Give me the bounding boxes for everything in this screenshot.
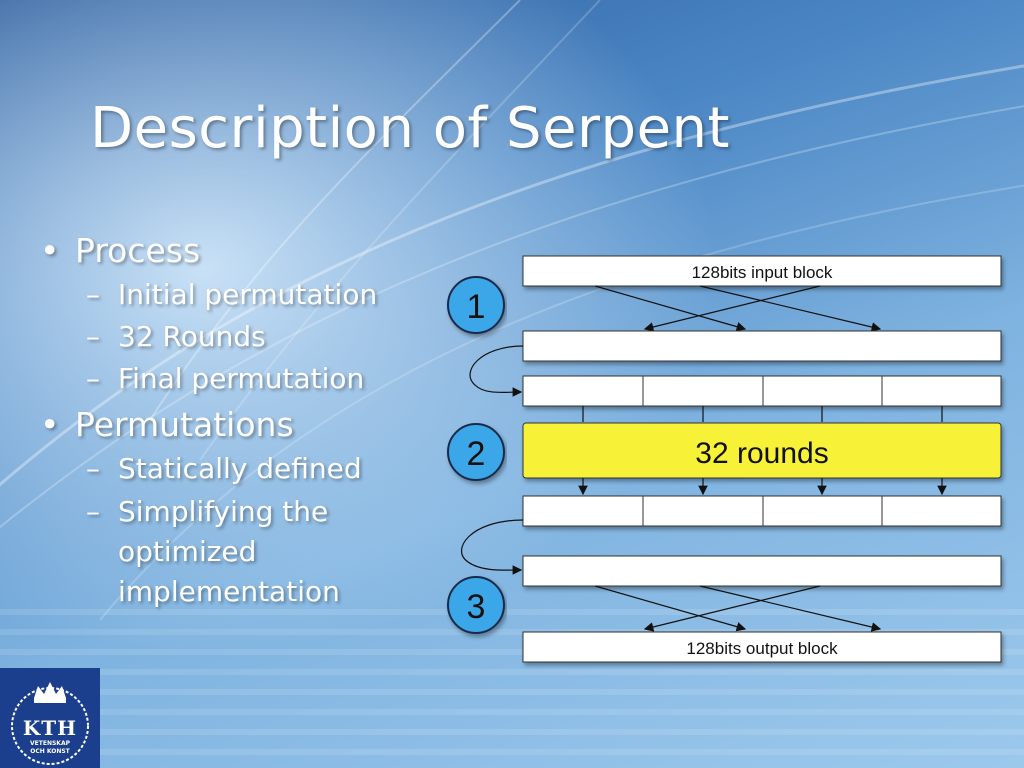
permuted-block bbox=[522, 330, 1002, 362]
dash-icon: – bbox=[86, 495, 100, 528]
bullet-text: Permutations bbox=[75, 405, 294, 444]
dash-icon: – bbox=[86, 452, 100, 485]
step-2-number: 2 bbox=[467, 435, 486, 473]
connector-arrow bbox=[469, 345, 524, 397]
sub-bullet: – 32 Rounds bbox=[40, 318, 440, 356]
connector-arrow bbox=[461, 519, 524, 575]
sub-bullet-text: Final permutation bbox=[118, 362, 365, 395]
dash-icon: – bbox=[86, 320, 100, 353]
bullet-process: • Process bbox=[40, 232, 440, 270]
output-block-label: 128bits output block bbox=[686, 639, 838, 658]
step-2-badge bbox=[447, 423, 505, 481]
split-input-block bbox=[522, 375, 1002, 407]
crown-seal-icon bbox=[11, 682, 89, 765]
sub-bullet: – Simplifying the optimized implementati… bbox=[40, 492, 440, 612]
step-1-badge bbox=[447, 276, 505, 334]
step-3-badge bbox=[447, 576, 505, 634]
rounds-output-arrows bbox=[578, 478, 947, 496]
rounds-block bbox=[522, 422, 1002, 479]
input-block-label: 128bits input block bbox=[692, 263, 833, 282]
step-3-number: 3 bbox=[467, 588, 486, 626]
dash-icon: – bbox=[86, 278, 100, 311]
sub-bullet-list: – Statically defined – Simplifying the o… bbox=[40, 450, 440, 612]
sub-bullet: – Final permutation bbox=[40, 360, 440, 398]
sub-bullet-text: 32 Rounds bbox=[118, 320, 266, 353]
rounds-block-label: 32 rounds bbox=[695, 437, 828, 470]
serpent-diagram: 128bits input block 1 2 bbox=[447, 255, 1002, 663]
sub-bullet: – Statically defined bbox=[40, 450, 440, 488]
input-block bbox=[522, 255, 1002, 287]
bullet-dot-icon: • bbox=[40, 405, 60, 444]
logo-name: KTH bbox=[22, 716, 78, 740]
final-permutation-arrows bbox=[594, 585, 882, 632]
kth-logo: KTH VETENSKAP OCH KONST bbox=[0, 668, 100, 768]
bullet-list: • Process – Initial permutation – 32 Rou… bbox=[40, 232, 440, 616]
output-block bbox=[522, 631, 1002, 663]
logo-line-2: OCH KONST bbox=[30, 748, 70, 755]
sub-bullet: – Initial permutation bbox=[40, 276, 440, 314]
slide-title: Description of Serpent bbox=[90, 96, 730, 161]
sub-bullet-text: Initial permutation bbox=[118, 278, 378, 311]
bullet-permutations: • Permutations bbox=[40, 406, 440, 444]
split-output-block bbox=[522, 495, 1002, 527]
step-1-number: 1 bbox=[467, 288, 486, 326]
sub-bullet-list: – Initial permutation – 32 Rounds – Fina… bbox=[40, 276, 440, 398]
bullet-text: Process bbox=[75, 231, 201, 270]
pre-final-block bbox=[522, 555, 1002, 587]
dash-icon: – bbox=[86, 362, 100, 395]
initial-permutation-arrows bbox=[594, 285, 882, 332]
sub-bullet-text: Statically defined bbox=[118, 452, 362, 485]
bullet-dot-icon: • bbox=[40, 231, 60, 270]
sub-bullet-text: Simplifying the optimized implementation bbox=[118, 495, 340, 608]
split-lines bbox=[582, 406, 943, 422]
logo-line-1: VETENSKAP bbox=[30, 740, 70, 747]
